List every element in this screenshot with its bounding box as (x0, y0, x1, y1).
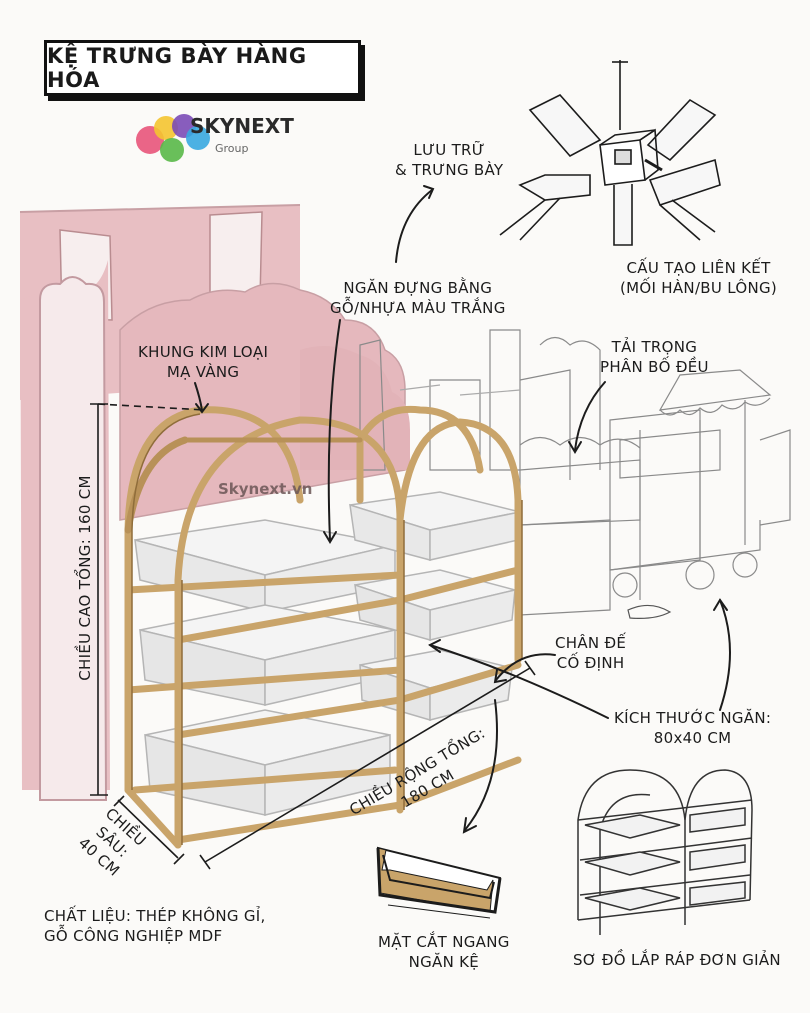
label-frame: KHUNG KIM LOẠI MẠ VÀNG (138, 342, 268, 382)
label-base: CHÂN ĐẾ CỐ ĐỊNH (555, 633, 626, 673)
label-frame-line1: KHUNG KIM LOẠI (138, 343, 269, 361)
label-compartment-line2: GỖ/NHỰA MÀU TRẮNG (330, 299, 506, 317)
label-storage-line2: & TRƯNG BÀY (395, 161, 504, 179)
label-size-line1: KÍCH THƯỚC NGĂN: (614, 709, 772, 727)
label-material-line2: GỖ CÔNG NGHIỆP MDF (44, 927, 223, 945)
label-load-line1: TẢI TRỌNG (611, 338, 698, 356)
frame-outline (131, 413, 523, 845)
label-base-line2: CỐ ĐỊNH (556, 654, 625, 672)
label-storage: LƯU TRỮ & TRƯNG BÀY (395, 140, 503, 180)
callout-arrows (194, 185, 731, 834)
label-size: KÍCH THƯỚC NGĂN: 80x40 CM (614, 708, 771, 748)
label-size-line2: 80x40 CM (653, 729, 732, 747)
label-section-line1: MẶT CẮT NGANG (378, 933, 510, 951)
watermark: Skynext.vn (218, 480, 313, 498)
page-title: KỆ TRƯNG BÀY HÀNG HÓA (47, 44, 307, 92)
label-compartment-line1: NGĂN ĐỰNG BẰNG (343, 279, 493, 297)
dimension-lines (90, 403, 536, 870)
label-material-line1: CHẤT LIỆU: THÉP KHÔNG GỈ, (44, 907, 266, 925)
label-joint-line1: CẤU TẠO LIÊN KẾT (626, 259, 771, 277)
label-assembly: SƠ ĐỒ LẮP RÁP ĐƠN GIẢN (573, 951, 781, 969)
title-box: KỆ TRƯNG BÀY HÀNG HÓA (44, 40, 361, 96)
label-load-line2: PHÂN BỐ ĐỀU (600, 358, 709, 376)
brand-group: Group (215, 142, 249, 155)
label-compartment: NGĂN ĐỰNG BẰNG GỖ/NHỰA MÀU TRẮNG (330, 278, 506, 318)
assembly-sketch-icon (577, 769, 753, 935)
joint-detail-icon (499, 60, 721, 246)
cross-section-icon (376, 846, 502, 919)
label-frame-line2: MẠ VÀNG (166, 363, 240, 381)
pink-backdrop (19, 204, 410, 801)
label-joint: CẤU TẠO LIÊN KẾT (MỐI HÀN/BU LÔNG) (620, 258, 777, 298)
brand-logo-icon (136, 114, 210, 162)
label-section: MẶT CẮT NGANG NGĂN KỆ (378, 932, 510, 972)
label-load: TẢI TRỌNG PHÂN BỐ ĐỀU (600, 337, 709, 377)
label-joint-line2: (MỐI HÀN/BU LÔNG) (620, 279, 778, 297)
label-height: CHIỀU CAO TỔNG: 160 CM (76, 475, 94, 681)
label-section-line2: NGĂN KỆ (408, 953, 480, 971)
brand-name: SKYNEXT (190, 114, 294, 138)
label-storage-line1: LƯU TRỮ (413, 141, 485, 159)
label-material: CHẤT LIỆU: THÉP KHÔNG GỈ, GỖ CÔNG NGHIỆP… (44, 906, 266, 946)
label-base-line1: CHÂN ĐẾ (555, 634, 627, 652)
